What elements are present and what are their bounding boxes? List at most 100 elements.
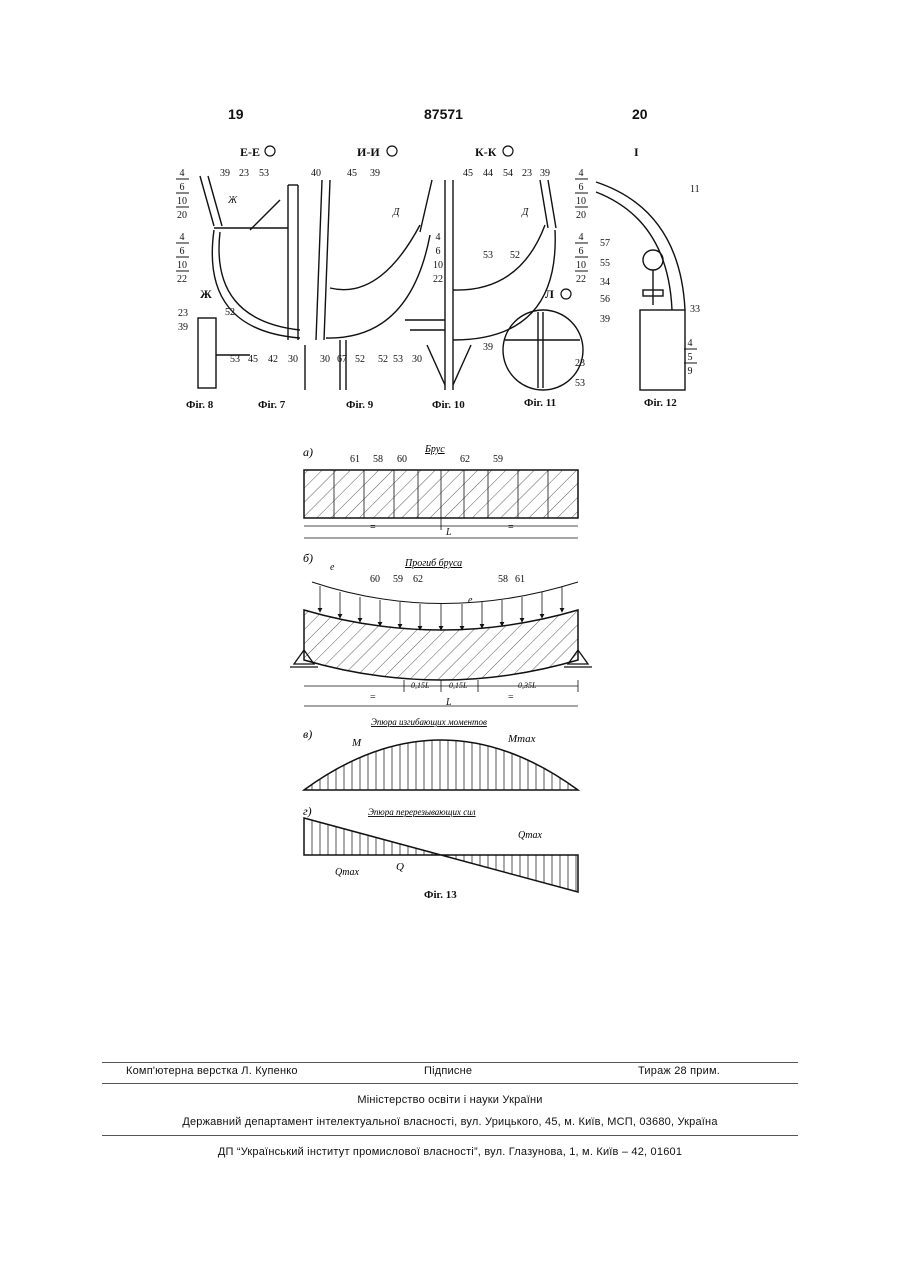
- svg-text:а): а): [303, 445, 313, 459]
- footer-institute: ДП “Український інститут промислової вла…: [0, 1146, 900, 1158]
- svg-text:40: 40: [311, 168, 321, 179]
- footer-rule-top: [102, 1062, 798, 1063]
- fig13-part-b: б) Прогиб бруса e: [290, 551, 592, 708]
- fraction-bars: [176, 179, 697, 363]
- svg-text:60: 60: [370, 574, 380, 585]
- fig13-part-v: в) Эпюра изгибающих моментов M Mmax: [303, 717, 578, 790]
- svg-text:Эпюра перерезывающих сил: Эпюра перерезывающих сил: [368, 807, 476, 817]
- svg-text:60: 60: [397, 454, 407, 465]
- svg-text:10: 10: [576, 260, 586, 271]
- svg-text:39: 39: [220, 168, 230, 179]
- fig13-part-a: а) Брус 61 58 60 62 59 = = L: [303, 444, 578, 538]
- svg-text:39: 39: [483, 342, 493, 353]
- svg-text:53: 53: [483, 250, 493, 261]
- svg-text:61: 61: [350, 454, 360, 465]
- svg-text:10: 10: [576, 196, 586, 207]
- svg-text:52: 52: [378, 354, 388, 365]
- svg-text:Ж: Ж: [227, 195, 238, 206]
- svg-text:б): б): [303, 551, 313, 565]
- svg-text:Прогиб бруса: Прогиб бруса: [404, 558, 462, 569]
- svg-text:62: 62: [460, 454, 470, 465]
- svg-text:44: 44: [483, 168, 493, 179]
- footer-signed: Підписне: [424, 1065, 472, 1077]
- footer-department: Державний департамент інтелектуальної вл…: [0, 1116, 900, 1128]
- svg-text:10: 10: [177, 196, 187, 207]
- svg-text:Д: Д: [392, 207, 400, 218]
- svg-text:11: 11: [690, 184, 700, 195]
- svg-text:6: 6: [180, 182, 185, 193]
- svg-text:58: 58: [373, 454, 383, 465]
- svg-text:22: 22: [433, 274, 443, 285]
- svg-text:39: 39: [370, 168, 380, 179]
- svg-text:58: 58: [498, 574, 508, 585]
- footer-rule-bottom: [102, 1135, 798, 1136]
- svg-text:M: M: [351, 737, 362, 749]
- svg-text:52: 52: [355, 354, 365, 365]
- footer-ministry: Міністерство освіти і науки України: [0, 1094, 900, 1106]
- svg-text:Q: Q: [396, 861, 404, 873]
- svg-text:59: 59: [393, 574, 403, 585]
- svg-text:=: =: [508, 692, 514, 703]
- svg-text:=: =: [370, 522, 376, 533]
- svg-text:53: 53: [259, 168, 269, 179]
- figure-captions: Фіг. 8 Фіг. 7 Фіг. 9 Фіг. 10 Фіг. 11 Фіг…: [186, 397, 677, 411]
- svg-text:34: 34: [600, 277, 610, 288]
- svg-text:5: 5: [688, 352, 693, 363]
- svg-text:К-К: К-К: [475, 145, 497, 159]
- svg-text:53: 53: [393, 354, 403, 365]
- svg-text:59: 59: [493, 454, 503, 465]
- svg-text:Д: Д: [521, 207, 529, 218]
- svg-text:L: L: [445, 697, 452, 708]
- svg-text:45: 45: [248, 354, 258, 365]
- svg-text:0,15L: 0,15L: [411, 681, 430, 690]
- svg-text:9: 9: [688, 366, 693, 377]
- svg-text:23: 23: [522, 168, 532, 179]
- svg-text:39: 39: [178, 322, 188, 333]
- svg-text:І: І: [634, 145, 639, 159]
- svg-text:20: 20: [177, 210, 187, 221]
- fraction-stacks: 4 6 10 20 4 6 10 22 4 6 10 20 4 6 10 22 …: [177, 168, 693, 377]
- svg-text:61: 61: [515, 574, 525, 585]
- svg-text:в): в): [303, 727, 312, 741]
- svg-text:30: 30: [288, 354, 298, 365]
- svg-text:10: 10: [177, 260, 187, 271]
- svg-text:53: 53: [230, 354, 240, 365]
- svg-text:Л: Л: [545, 287, 554, 301]
- svg-text:22: 22: [177, 274, 187, 285]
- svg-text:6: 6: [579, 246, 584, 257]
- svg-text:39: 39: [540, 168, 550, 179]
- svg-text:33: 33: [690, 304, 700, 315]
- svg-text:4: 4: [180, 232, 185, 243]
- svg-text:4: 4: [180, 168, 185, 179]
- svg-text:Брус: Брус: [424, 444, 445, 455]
- svg-text:Фіг. 11: Фіг. 11: [524, 397, 556, 409]
- svg-text:L: L: [445, 527, 452, 538]
- svg-text:54: 54: [503, 168, 513, 179]
- svg-text:6: 6: [180, 246, 185, 257]
- svg-text:=: =: [508, 522, 514, 533]
- svg-text:23: 23: [575, 358, 585, 369]
- svg-text:Фіг. 9: Фіг. 9: [346, 399, 374, 411]
- svg-text:Фіг. 8: Фіг. 8: [186, 399, 214, 411]
- svg-text:Эпюра изгибающих моментов: Эпюра изгибающих моментов: [371, 717, 487, 727]
- svg-text:=: =: [370, 692, 376, 703]
- svg-text:30: 30: [412, 354, 422, 365]
- svg-text:4: 4: [436, 232, 441, 243]
- svg-text:4: 4: [579, 168, 584, 179]
- fig13-part-g: г) Эпюра перерезывающих сил Qmax Qmax Q: [303, 804, 578, 892]
- svg-text:22: 22: [576, 274, 586, 285]
- fig13-caption: Фіг. 13: [424, 889, 457, 901]
- footer-typesetting: Комп'ютерна верстка Л. Купенко: [126, 1065, 298, 1077]
- svg-text:e: e: [330, 562, 335, 573]
- svg-text:Е-Е: Е-Е: [240, 145, 260, 159]
- svg-text:67: 67: [337, 354, 347, 365]
- svg-text:55: 55: [600, 258, 610, 269]
- svg-text:20: 20: [576, 210, 586, 221]
- svg-text:4: 4: [579, 232, 584, 243]
- svg-text:6: 6: [579, 182, 584, 193]
- svg-text:0,15L: 0,15L: [449, 681, 468, 690]
- svg-text:56: 56: [600, 294, 610, 305]
- svg-text:4: 4: [688, 338, 693, 349]
- svg-text:10: 10: [433, 260, 443, 271]
- svg-text:23: 23: [178, 308, 188, 319]
